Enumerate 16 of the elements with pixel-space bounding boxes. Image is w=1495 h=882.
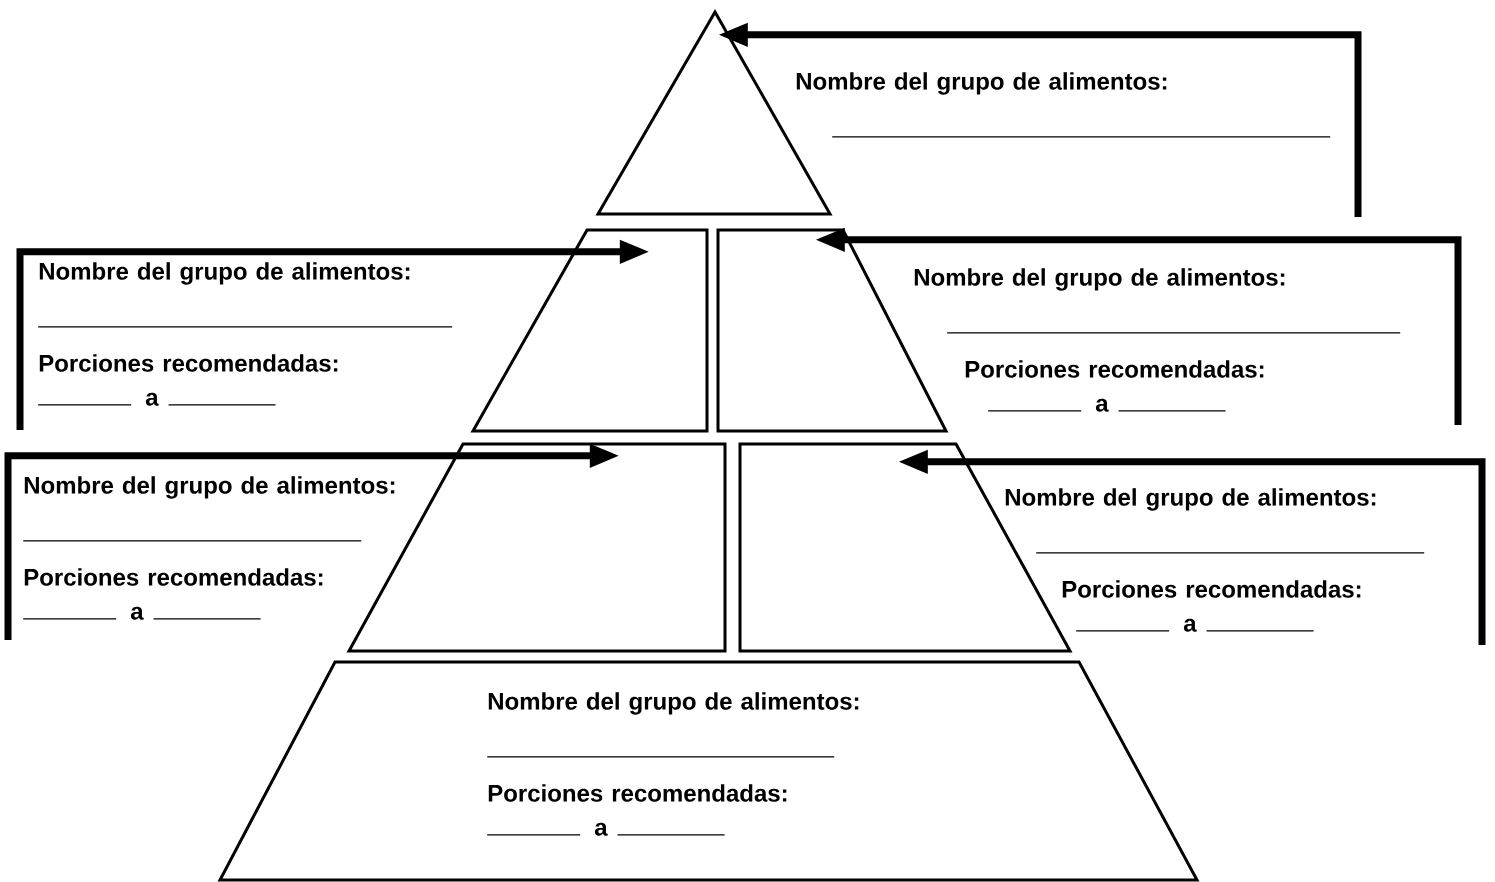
field-label: Porciones recomendadas: (488, 784, 787, 802)
field-label: Nombre del grupo de alimentos: (1005, 488, 1376, 511)
field-label: Nombre del grupo de alimentos: (39, 262, 410, 285)
range-word: a (1183, 618, 1197, 632)
range-word: a (145, 392, 159, 406)
range-word: a (130, 606, 144, 620)
field-label: Porciones recomendadas: (39, 354, 338, 372)
field-label: Porciones recomendadas: (1062, 580, 1361, 598)
range-word: a (1095, 398, 1109, 412)
field-label: Porciones recomendadas: (965, 360, 1264, 378)
field-label: Nombre del grupo de alimentos: (914, 268, 1285, 291)
field-label: Nombre del grupo de alimentos: (24, 476, 395, 499)
field-label: Nombre del grupo de alimentos: (488, 692, 859, 715)
field-label: Nombre del grupo de alimentos: (796, 72, 1167, 95)
field-label: Porciones recomendadas: (24, 568, 323, 586)
range-word: a (594, 822, 608, 836)
